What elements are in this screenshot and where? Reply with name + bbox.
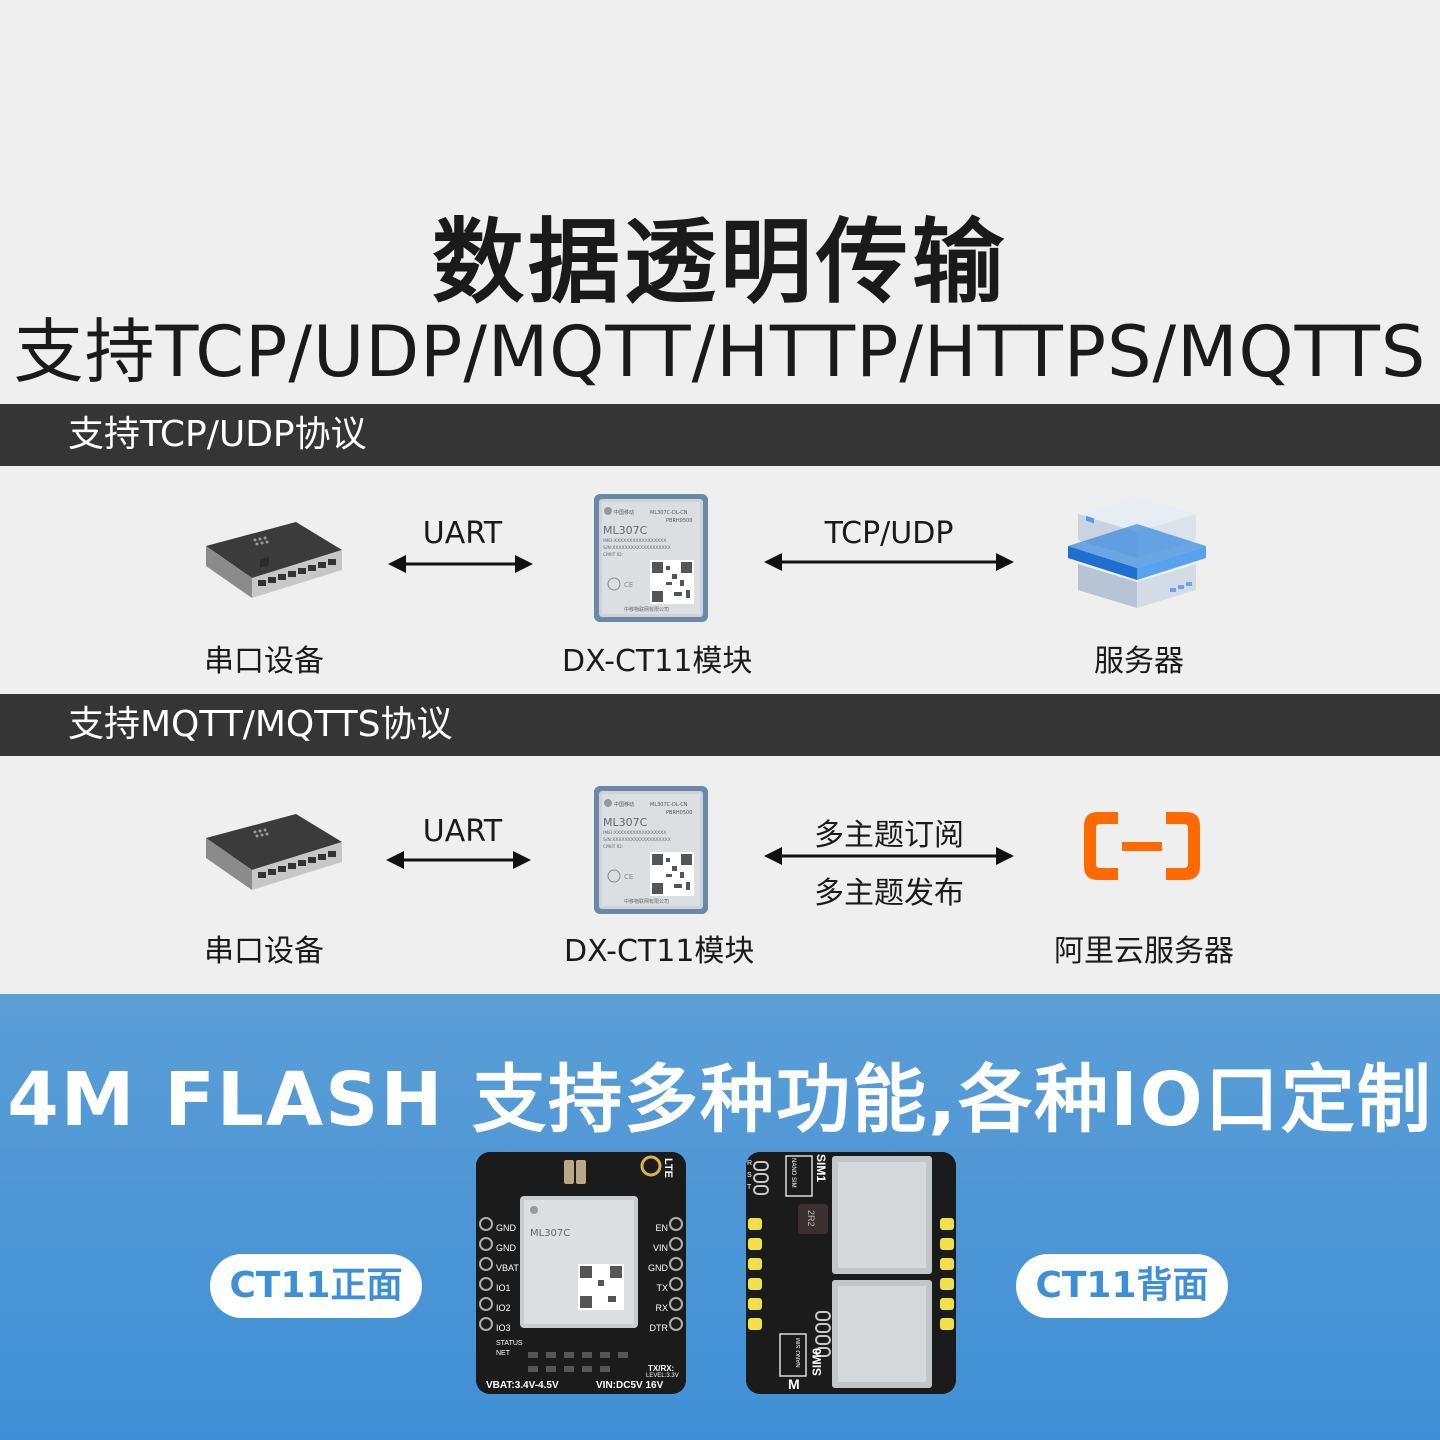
svg-text:S/N:XXXXXXXXXXXXXXXXXXX: S/N:XXXXXXXXXXXXXXXXXXX — [603, 837, 671, 843]
tcp-udp-double-arrow — [764, 553, 1014, 571]
aliyun-server-label: 阿里云服务器 — [1054, 934, 1234, 969]
module-chip-image: 中国移动 ML307C-DL-CN PBRH0500 ML307C IMEI:X… — [594, 494, 708, 622]
serial-device-icon — [206, 522, 342, 598]
txrx-label: TX/RX: — [648, 1364, 675, 1373]
page-title: 数据透明传输 — [431, 209, 1008, 316]
lte-silkscreen: LTE — [662, 1158, 674, 1178]
svg-text:CE: CE — [624, 873, 633, 881]
sim1-silkscreen: SIM1 — [814, 1154, 828, 1183]
svg-text:IMEI:XXXXXXXXXXXXXXXXX: IMEI:XXXXXXXXXXXXXXXXX — [603, 830, 666, 836]
inductor-marking: 2R2 — [806, 1210, 816, 1227]
svg-text:S/N:XXXXXXXXXXXXXXXXXXX: S/N:XXXXXXXXXXXXXXXXXXX — [603, 545, 671, 551]
svg-text:IMEI:XXXXXXXXXXXXXXXXX: IMEI:XXXXXXXXXXXXXXXXX — [603, 538, 666, 544]
module-label: DX-CT11模块 — [564, 934, 755, 969]
section1-band: 支持TCP/UDP协议 — [0, 404, 1440, 466]
subscribe-label: 多主题订阅 — [814, 818, 964, 853]
svg-text:ML307C: ML307C — [603, 816, 648, 829]
aliyun-logo-icon — [1084, 812, 1200, 880]
svg-text:CMIIT ID:: CMIIT ID: — [603, 844, 623, 850]
uart-link-label: UART — [422, 814, 503, 849]
uart-double-arrow — [386, 851, 531, 869]
svg-text:中移物联网有限公司: 中移物联网有限公司 — [624, 898, 669, 905]
uart-double-arrow — [388, 555, 533, 573]
mqtt-double-arrow — [764, 847, 1014, 865]
section1-row: 串口设备 UART 中国移动 ML307C-DL-CN PBRH0500 ML3… — [0, 466, 1440, 694]
svg-text:中国移动: 中国移动 — [614, 801, 634, 808]
server-label: 服务器 — [1094, 644, 1184, 679]
front-board-image: ML307C LTE GND GND VBAT IO1 IO2 IO3 EN V… — [476, 1152, 686, 1394]
server-icon — [1068, 496, 1206, 608]
level-label: LEVEL:3.3V — [646, 1373, 679, 1379]
module-label: DX-CT11模块 — [562, 644, 753, 679]
svg-text:PBRH0500: PBRH0500 — [666, 810, 692, 816]
back-board-image: SIM1 SIM0 NANO SIM NANO SIM 2R2 M R S T — [746, 1152, 956, 1394]
vin-label: VIN:DC5V 16V — [596, 1380, 664, 1391]
nano-sim-top-label: NANO SIM — [790, 1158, 796, 1188]
serial-device-icon — [206, 814, 342, 890]
rst-letters: R S T — [747, 1160, 753, 1191]
svg-text:ML307C: ML307C — [530, 1228, 570, 1239]
svg-text:ML307C-DL-CN: ML307C-DL-CN — [650, 510, 688, 516]
svg-text:CMIIT ID:: CMIIT ID: — [603, 552, 623, 558]
nano-sim-bottom-label: NANO SIM — [796, 1338, 802, 1368]
uart-link-label: UART — [422, 516, 503, 551]
tcp-udp-link-label: TCP/UDP — [824, 516, 954, 551]
serial-device-label: 串口设备 — [204, 934, 324, 969]
net-led-label: NET — [496, 1350, 510, 1357]
svg-text:PBRH0500: PBRH0500 — [666, 518, 692, 524]
publish-label: 多主题发布 — [814, 876, 964, 911]
page-subtitle: 支持TCP/UDP/MQTT/HTTP/HTTPS/MQTTS — [13, 311, 1427, 393]
sim0-silkscreen: SIM0 — [810, 1348, 824, 1377]
feature-title: 4M FLASH 支持多种功能,各种IO口定制 — [7, 1057, 1433, 1143]
svg-text:中国移动: 中国移动 — [614, 509, 634, 516]
front-view-badge: CT11正面 — [210, 1254, 422, 1318]
serial-device-label: 串口设备 — [204, 644, 324, 679]
front-pins-right: EN VIN GND TX RX DTR — [648, 1223, 668, 1333]
vbat-label: VBAT:3.4V-4.5V — [486, 1380, 559, 1391]
svg-text:ML307C: ML307C — [603, 524, 648, 537]
section2-row: 串口设备 UART 中国移动 ML307C-DL-CN PBRH0500 ML3… — [0, 756, 1440, 984]
feature-panel — [0, 994, 1440, 1440]
m-mark: M — [788, 1376, 800, 1392]
front-pins-left: GND GND VBAT IO1 IO2 IO3 — [496, 1223, 519, 1333]
svg-text:ML307C-DL-CN: ML307C-DL-CN — [650, 802, 688, 808]
svg-text:中移物联网有限公司: 中移物联网有限公司 — [624, 606, 669, 613]
section2-band: 支持MQTT/MQTTS协议 — [0, 694, 1440, 756]
back-view-badge: CT11背面 — [1016, 1254, 1228, 1318]
status-led-label: STATUS — [496, 1340, 523, 1347]
svg-text:CE: CE — [624, 581, 633, 589]
module-chip-image: 中国移动 ML307C-DL-CN PBRH0500 ML307C IMEI:X… — [594, 786, 708, 914]
